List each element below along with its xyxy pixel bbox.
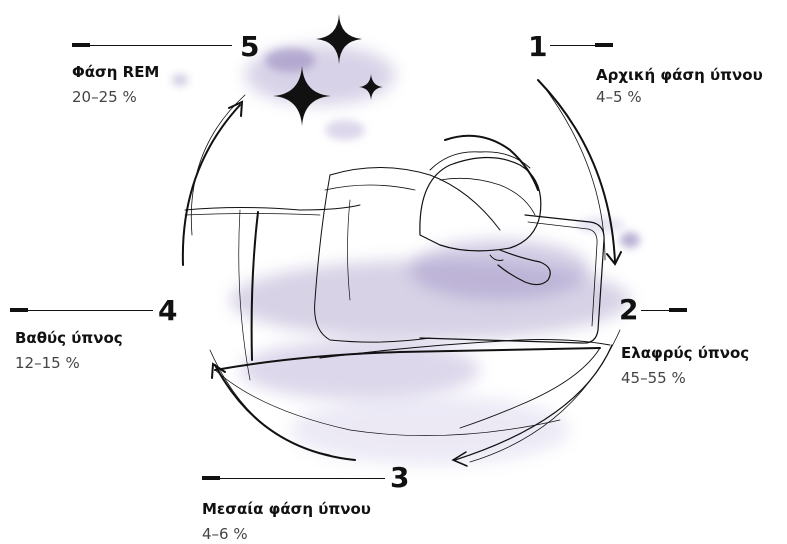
arrow-4-to-5	[183, 105, 240, 265]
phase-number: 2	[619, 296, 638, 324]
phase-percentage: 20–25 %	[72, 88, 137, 106]
phase-number: 4	[158, 297, 177, 325]
phase-name: Βαθύς ύπνος	[15, 329, 123, 347]
phase-name: Φάση REM	[72, 63, 159, 81]
phase-number: 5	[240, 33, 259, 61]
phase-name: Μεσαία φάση ύπνου	[202, 500, 371, 518]
phase-percentage: 45–55 %	[621, 369, 686, 387]
phase-dash	[202, 476, 220, 480]
phase-dash	[72, 43, 90, 47]
phase-name: Αρχική φάση ύπνου	[596, 66, 763, 84]
phase-percentage: 4–6 %	[202, 525, 248, 543]
phase-percentage: 4–5 %	[596, 88, 642, 106]
phase-number: 3	[390, 464, 409, 492]
phase-leader-line	[90, 45, 232, 46]
phase-dash	[10, 308, 28, 312]
phase-leader-line	[641, 310, 669, 311]
phase-name: Ελαφρύς ύπνος	[621, 344, 749, 362]
phase-leader-line	[550, 45, 595, 46]
phase-number: 1	[528, 33, 547, 61]
phase-dash	[595, 43, 613, 47]
phase-percentage: 12–15 %	[15, 354, 80, 372]
phase-dash	[669, 308, 687, 312]
phase-leader-line	[28, 310, 153, 311]
phase-leader-line	[220, 478, 385, 479]
